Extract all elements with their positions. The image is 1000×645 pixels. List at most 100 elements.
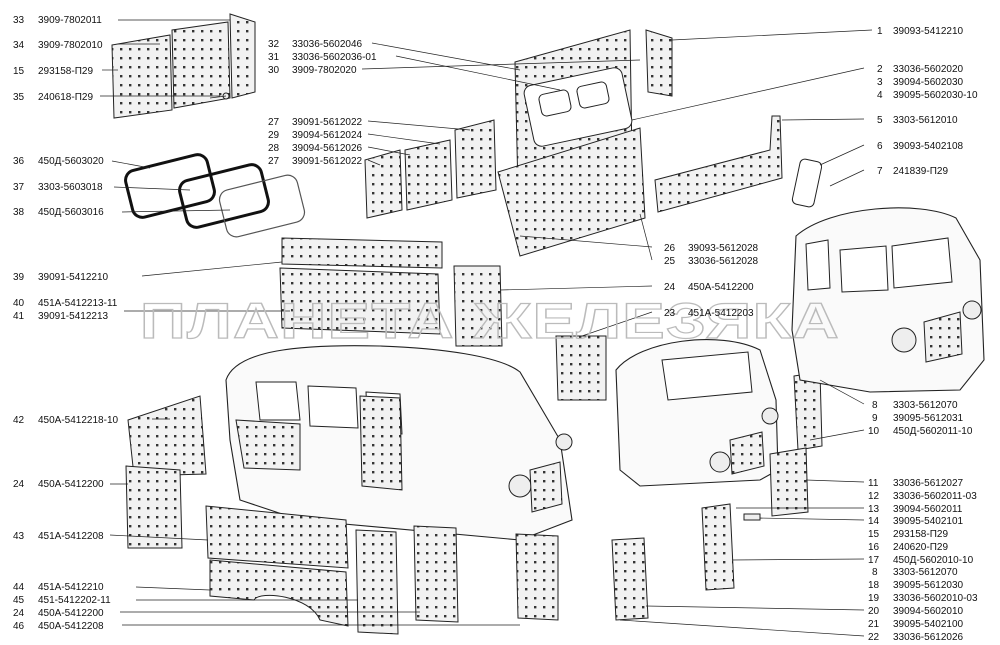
panel-24-bot [413, 525, 459, 623]
callout-code: 240620-П29 [893, 542, 948, 553]
callout-code: 39091-5412210 [38, 272, 109, 283]
callout-code: 450А-5412218-10 [38, 415, 119, 426]
callout-labels: 33 3909-7802011 34 3909-7802010 15 29315… [13, 15, 978, 643]
panel-40-41 [279, 267, 441, 335]
callout-num: 28 [268, 143, 280, 154]
callout-code: 39094-5612024 [292, 130, 363, 141]
callout-num: 21 [868, 619, 880, 630]
cab-right-headlight-2 [962, 300, 982, 320]
callout-num: 26 [664, 243, 676, 254]
seal-36 [124, 153, 216, 219]
seal-37 [178, 163, 270, 229]
callout-num: 24 [13, 479, 25, 490]
callout-code: 3303-5612070 [893, 400, 958, 411]
callout-num: 27 [268, 156, 280, 167]
panel-27a [364, 149, 403, 219]
callout-num: 39 [13, 272, 25, 283]
callout-num: 8 [872, 400, 878, 411]
van-headlight-left [508, 474, 532, 498]
panel-24-top [453, 265, 503, 347]
callout-code: 451А-5412213-11 [38, 298, 118, 309]
leader-lines [100, 19, 873, 637]
callout-code: 33036-5602010-03 [893, 593, 978, 604]
callout-code: 3909-7802010 [38, 40, 103, 51]
panel-25 [497, 127, 646, 257]
callout-num: 29 [268, 130, 280, 141]
callout-code: 39095-5402100 [893, 619, 964, 630]
callout-num: 2 [877, 64, 883, 75]
van-door-trim [359, 395, 403, 491]
callout-code: 450А-5412200 [38, 608, 104, 619]
callout-code: 33036-5612026 [893, 632, 964, 643]
callout-num: 23 [664, 308, 676, 319]
callout-num: 35 [13, 92, 25, 103]
callout-code: 39091-5412213 [38, 311, 109, 322]
callout-code: 39094-5612026 [292, 143, 363, 154]
callout-code: 3303-5612010 [893, 115, 958, 126]
callout-code: 450А-5412208 [38, 621, 104, 632]
callout-num: 1 [877, 26, 883, 37]
callout-code: 450Д-5603016 [38, 207, 104, 218]
panel-17 [701, 503, 735, 591]
van-window-1 [255, 381, 301, 421]
panel-27c [454, 119, 497, 199]
callout-num: 9 [872, 413, 878, 424]
cab-right-grille [923, 311, 963, 363]
panel-1 [645, 29, 673, 97]
panel-24-left [125, 465, 183, 549]
panel-42 [127, 395, 207, 477]
callout-num: 5 [877, 115, 883, 126]
callout-code: 39091-5612022 [292, 117, 363, 128]
callout-num: 42 [13, 415, 25, 426]
callout-num: 18 [868, 580, 880, 591]
illustration [111, 13, 985, 635]
callout-code: 39094-5602030 [893, 77, 964, 88]
callout-code: 39093-5402108 [893, 141, 964, 152]
van-headlight-right [555, 433, 573, 451]
callout-code: 450Д-5602010-10 [893, 555, 974, 566]
cab-middle-headlight-2 [761, 407, 779, 425]
van-side-trim [235, 419, 301, 471]
panel-33-34 [111, 34, 173, 119]
callout-num: 20 [868, 606, 880, 617]
panel-33 [171, 21, 231, 109]
panel-45 [355, 529, 399, 635]
callout-code: 241839-П29 [893, 166, 948, 177]
callout-num: 22 [868, 632, 880, 643]
cab-right-headlight-1 [891, 327, 917, 353]
callout-code: 451А-5412210 [38, 582, 104, 593]
callout-code: 33036-5602020 [893, 64, 964, 75]
panel-27b [404, 139, 453, 211]
panel-5 [654, 115, 783, 213]
callout-num: 38 [13, 207, 25, 218]
panel-11 [769, 447, 809, 517]
callout-num: 25 [664, 256, 676, 267]
callout-code: 293158-П29 [893, 529, 948, 540]
callout-num: 17 [868, 555, 880, 566]
callout-code: 450Д-5602011-10 [893, 426, 973, 437]
callout-num: 15 [13, 66, 25, 77]
callout-num: 8 [872, 567, 878, 578]
callout-num: 6 [877, 141, 883, 152]
callout-code: 3909-7802020 [292, 65, 357, 76]
callout-code: 33036-5612028 [688, 256, 759, 267]
callout-code: 3303-5603018 [38, 182, 103, 193]
callout-num: 11 [868, 478, 879, 489]
callout-num: 44 [13, 582, 25, 593]
panel-30 [229, 13, 256, 99]
callout-code: 33036-5612027 [893, 478, 964, 489]
watermark: ПЛАНЕТА ЖЕЛЕЗЯКА [140, 293, 840, 349]
callout-code: 39093-5612028 [688, 243, 759, 254]
callout-code: 39095-5402101 [893, 516, 964, 527]
van-grille [529, 461, 563, 513]
callout-num: 41 [13, 311, 25, 322]
callout-num: 15 [868, 529, 880, 540]
callout-code: 451А-5412203 [688, 308, 754, 319]
van-window-2 [307, 385, 359, 429]
panel-39 [281, 237, 443, 269]
cab-middle-grille [729, 431, 765, 475]
cab-middle-headlight-1 [709, 451, 731, 473]
callout-num: 33 [13, 15, 25, 26]
cab-right-window-1 [805, 239, 831, 291]
